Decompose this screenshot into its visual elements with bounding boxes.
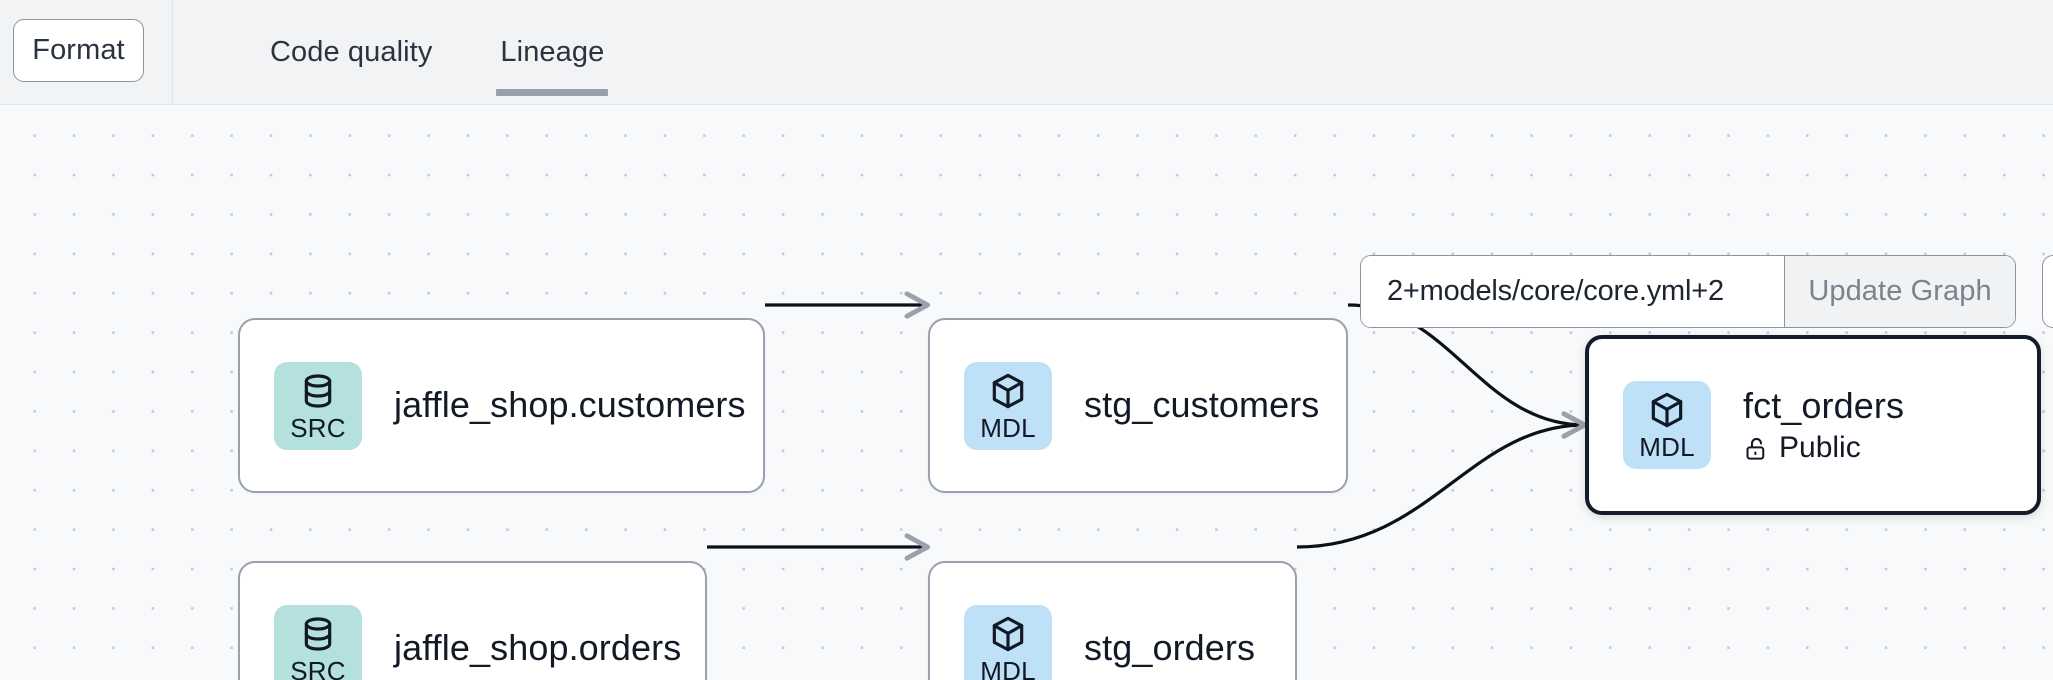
unlock-icon	[1743, 435, 1770, 462]
graph-side-control[interactable]	[2042, 255, 2053, 328]
node-title: fct_orders	[1743, 384, 1905, 426]
node-body: fct_orders Public	[1743, 385, 1904, 465]
node-title: jaffle_shop.orders	[394, 627, 682, 669]
node-body: stg_orders	[1084, 627, 1255, 669]
graph-selector-input[interactable]	[1361, 256, 1784, 327]
badge-label: MDL	[980, 412, 1036, 443]
cube-icon	[988, 371, 1028, 411]
node-title: stg_customers	[1084, 384, 1320, 426]
badge-mdl: MDL	[964, 604, 1052, 680]
node-body: stg_customers	[1084, 384, 1319, 426]
node-body: jaffle_shop.customers	[394, 384, 746, 426]
node-title: jaffle_shop.customers	[394, 384, 746, 426]
node-access-row: Public	[1743, 431, 1904, 465]
lineage-node-stg-customers[interactable]: MDL stg_customers	[928, 318, 1348, 493]
lineage-canvas[interactable]: SRC jaffle_shop.customers MDL stg_custo	[0, 105, 2053, 680]
update-graph-button[interactable]: Update Graph	[1784, 256, 2015, 327]
lineage-node-jaffle-shop-customers[interactable]: SRC jaffle_shop.customers	[238, 318, 765, 493]
graph-selector-group: Update Graph	[1360, 255, 2016, 328]
tab-underline-active	[496, 89, 609, 96]
cube-icon	[1647, 390, 1687, 430]
tab-code-quality-label: Code quality	[270, 35, 433, 68]
database-icon	[298, 371, 338, 411]
lineage-node-jaffle-shop-orders[interactable]: SRC jaffle_shop.orders	[238, 561, 707, 680]
badge-mdl: MDL	[1623, 381, 1711, 469]
badge-src: SRC	[274, 361, 362, 450]
tab-code-quality[interactable]: Code quality	[236, 0, 466, 104]
header-divider	[172, 0, 173, 104]
lineage-node-stg-orders[interactable]: MDL stg_orders	[928, 561, 1297, 680]
badge-label: SRC	[290, 412, 346, 443]
badge-label: MDL	[1639, 432, 1695, 462]
node-title: stg_orders	[1084, 627, 1256, 669]
node-access-label: Public	[1779, 431, 1861, 465]
format-button[interactable]: Format	[13, 19, 144, 82]
tab-lineage-label: Lineage	[500, 35, 605, 68]
database-icon	[298, 614, 338, 654]
toolbar-header: Format Code quality Lineage	[0, 0, 2053, 105]
node-body: jaffle_shop.orders	[394, 627, 681, 669]
cube-icon	[988, 614, 1028, 654]
badge-mdl: MDL	[964, 361, 1052, 450]
badge-src: SRC	[274, 604, 362, 680]
tab-lineage[interactable]: Lineage	[466, 0, 638, 104]
badge-label: MDL	[980, 655, 1036, 680]
tab-bar: Code quality Lineage	[236, 0, 638, 104]
badge-label: SRC	[290, 655, 346, 680]
lineage-node-fct-orders[interactable]: MDL fct_orders Public	[1585, 335, 2041, 515]
